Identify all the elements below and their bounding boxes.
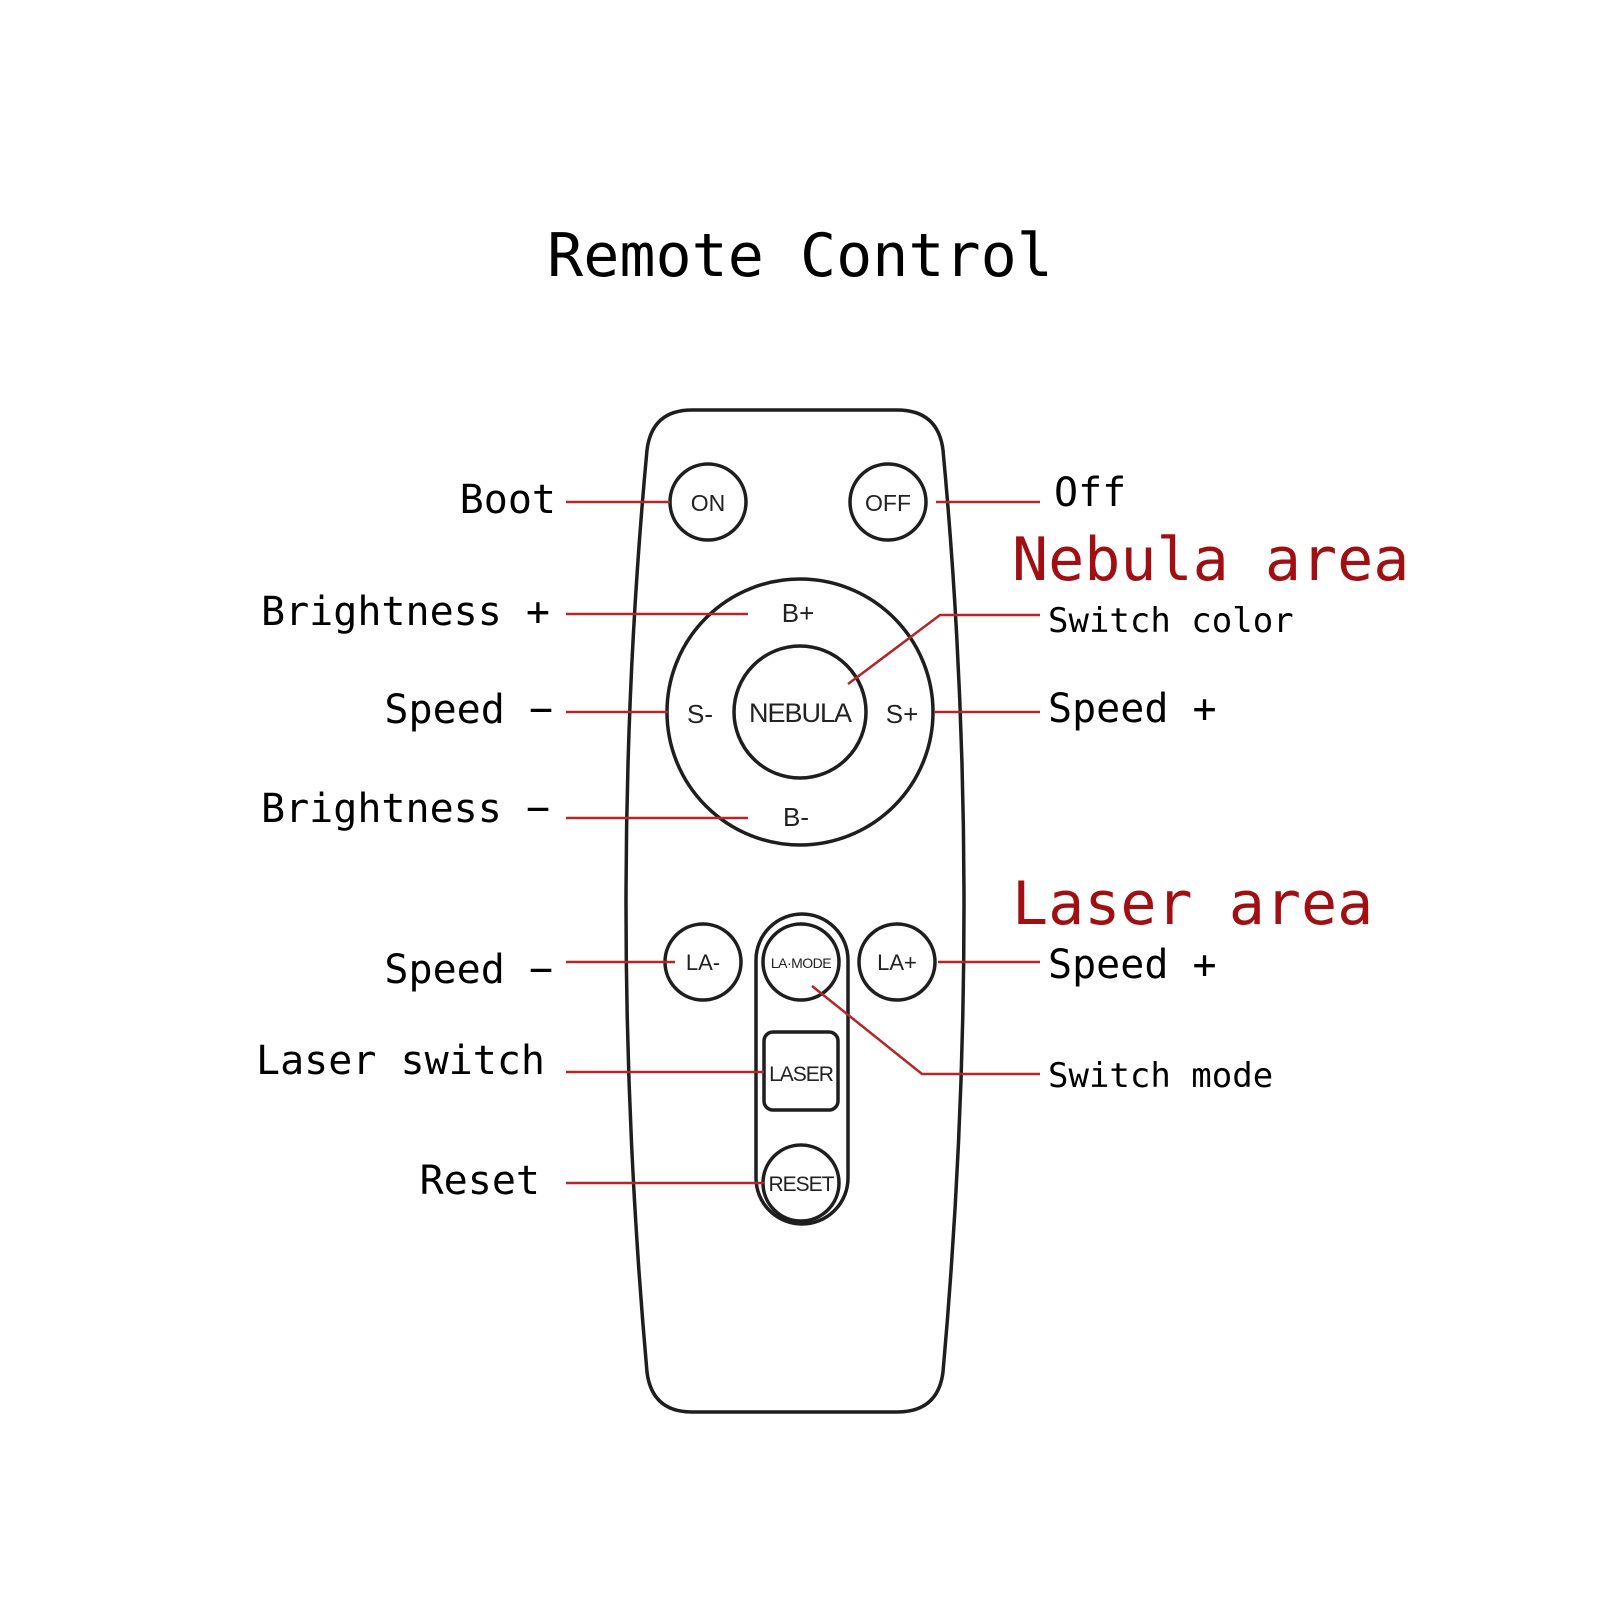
label-switch-mode: Switch mode xyxy=(1048,1056,1273,1096)
la-mode-button-label: LA·MODE xyxy=(771,955,831,971)
label-laser-switch: Laser switch xyxy=(256,1038,545,1084)
la-plus-button-label: LA+ xyxy=(877,950,917,975)
speed-plus-button[interactable]: S+ xyxy=(886,699,919,729)
reset-button[interactable]: RESET xyxy=(761,1143,841,1223)
la-minus-button[interactable]: LA- xyxy=(663,922,743,1002)
label-switch-color: Switch color xyxy=(1048,601,1294,641)
nebula-area-heading: Nebula area xyxy=(1012,525,1409,595)
reset-button-label: RESET xyxy=(768,1173,834,1196)
diagram-title: Remote Control xyxy=(547,221,1053,291)
label-speed-minus: Speed − xyxy=(384,687,553,733)
nebula-button[interactable]: NEBULA xyxy=(732,644,868,780)
brightness-minus-button[interactable]: B- xyxy=(783,802,809,832)
label-laser-speed-minus: Speed − xyxy=(384,947,553,993)
la-mode-button[interactable]: LA·MODE xyxy=(761,922,841,1002)
label-boot: Boot xyxy=(460,477,556,523)
label-brightness-minus: Brightness − xyxy=(261,786,550,832)
laser-area-heading: Laser area xyxy=(1012,869,1373,939)
laser-button[interactable]: LASER xyxy=(762,1030,840,1112)
leader-switch-mode xyxy=(811,985,1040,1076)
la-plus-button[interactable]: LA+ xyxy=(857,922,937,1002)
remote-body xyxy=(624,408,966,1414)
label-laser-speed-plus: Speed + xyxy=(1048,942,1217,988)
off-button[interactable]: OFF xyxy=(848,462,928,542)
on-button[interactable]: ON xyxy=(668,462,748,542)
laser-button-label: LASER xyxy=(769,1063,834,1086)
label-brightness-plus: Brightness + xyxy=(261,589,550,635)
label-speed-plus: Speed + xyxy=(1048,686,1217,732)
nebula-button-label: NEBULA xyxy=(749,698,852,728)
la-minus-button-label: LA- xyxy=(686,950,720,975)
speed-minus-button[interactable]: S- xyxy=(687,699,713,729)
laser-button-column xyxy=(754,912,850,1226)
on-button-label: ON xyxy=(691,490,726,516)
brightness-plus-button[interactable]: B+ xyxy=(782,598,815,628)
label-off: Off xyxy=(1054,470,1126,516)
off-button-label: OFF xyxy=(865,490,911,516)
leader-switch-color xyxy=(847,613,1040,685)
label-reset: Reset xyxy=(420,1158,540,1204)
